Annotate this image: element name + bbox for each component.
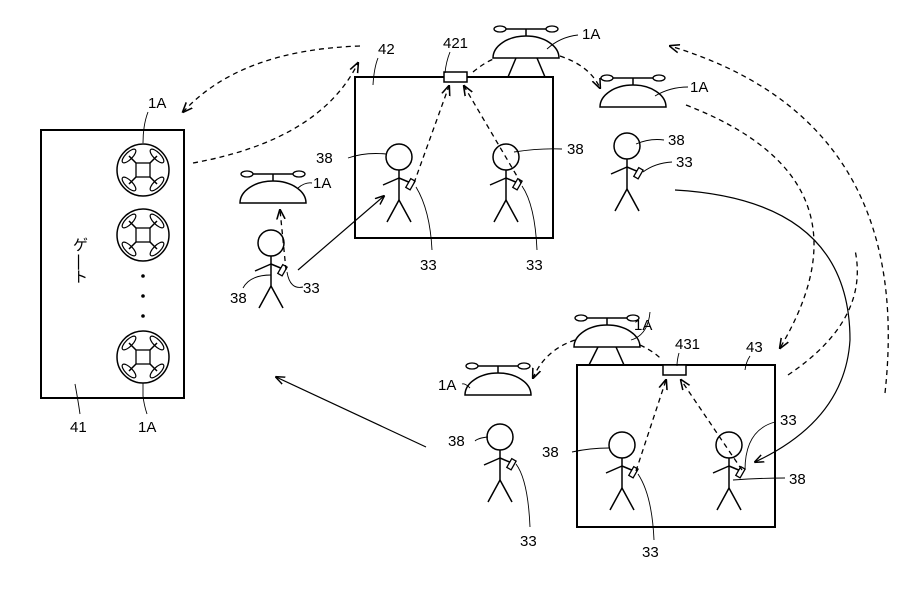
outside-right-person: 1A 38 33 [599, 74, 708, 212]
signal-arrow [280, 210, 287, 271]
ref-label: 43 [746, 339, 763, 356]
drone-flight-path [787, 249, 858, 376]
ref-label: 33 [676, 154, 693, 171]
room-43-frame [576, 364, 776, 528]
ref-label: 33 [780, 412, 797, 429]
drone-icon [464, 362, 532, 396]
ref-label: 33 [420, 257, 437, 274]
drone-icon [573, 314, 641, 348]
drone-flight-path-arrow [670, 46, 889, 394]
drone-flight-path-arrow [533, 339, 576, 378]
ref-label: 1A [582, 26, 600, 43]
ref-label: 1A [690, 79, 708, 96]
drone-flight-path-arrow [559, 55, 600, 88]
ref-label: 1A [148, 95, 166, 112]
signal-arrow [681, 380, 743, 471]
ref-label: 1A [438, 377, 456, 394]
ref-label: 33 [642, 544, 659, 561]
device-421 [443, 71, 468, 83]
ref-label: 38 [316, 150, 333, 167]
drone-icon [599, 74, 667, 108]
outside-left-person: 1A 33 38 [230, 170, 384, 309]
ellipsis-dot [141, 294, 145, 298]
signal-arrow [413, 86, 449, 184]
ref-label: 33 [303, 280, 320, 297]
gate-text: ゲ|ト [73, 236, 88, 286]
ellipsis-dot [141, 314, 145, 318]
person-icon [483, 423, 517, 503]
drone-icon [492, 25, 560, 59]
person-icon [605, 431, 639, 511]
ref-label: 33 [526, 257, 543, 274]
person-icon [610, 132, 644, 212]
room-42: 42 421 1A 38 38 33 33 [316, 25, 600, 274]
ref-label: 41 [70, 419, 87, 436]
ref-label: 38 [542, 444, 559, 461]
room-43: 431 43 1A 38 33 38 33 [542, 311, 806, 561]
movement-arrow [674, 189, 851, 462]
room-42-frame [354, 76, 554, 239]
ref-label: 38 [668, 132, 685, 149]
quadcopter-drone-icon [116, 208, 170, 262]
movement-arrow [297, 196, 384, 271]
person-icon [712, 431, 746, 511]
drone-flight-path-arrow [685, 104, 815, 348]
person-icon [489, 143, 523, 223]
ref-label: 421 [443, 35, 468, 52]
outside-bottom-drone: 1A [438, 362, 532, 396]
person-icon [382, 143, 416, 223]
signal-arrow [635, 380, 666, 472]
ref-label: 1A [313, 175, 331, 192]
ref-label: 38 [789, 471, 806, 488]
ellipsis-dot [141, 274, 145, 278]
signal-arrow [464, 86, 522, 184]
ref-label: 33 [520, 533, 537, 550]
movement-arrow [276, 377, 427, 448]
ref-label: 431 [675, 336, 700, 353]
ref-label: 38 [567, 141, 584, 158]
drone-flight-path-arrow [192, 63, 358, 164]
quadcopter-drone-icon [116, 330, 170, 384]
person-icon [254, 229, 288, 309]
ref-label: 38 [448, 433, 465, 450]
ref-label: 42 [378, 41, 395, 58]
ref-label: 38 [230, 290, 247, 307]
drone-flight-path-arrow [183, 45, 361, 112]
drone-icon [239, 170, 307, 204]
gate-frame [40, 129, 185, 399]
ref-label: 1A [138, 419, 156, 436]
ref-label: 1A [634, 317, 652, 334]
outside-bottom-person: 38 33 [448, 423, 537, 550]
quadcopter-drone-icon [116, 143, 170, 197]
gate-41: ゲ|ト 1A 1A 41 [40, 95, 185, 436]
device-431 [662, 364, 687, 376]
